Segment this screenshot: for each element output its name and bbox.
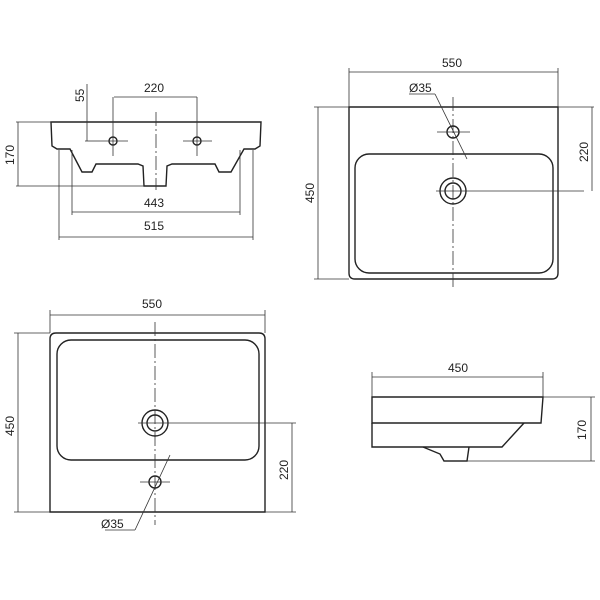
- dim-width: 550: [442, 56, 462, 70]
- dim-depth: 450: [303, 183, 317, 203]
- dim-hole-diameter: Ø35: [409, 81, 432, 95]
- dim-height: 170: [3, 145, 17, 165]
- front-view: 55 220 170 443 515: [3, 81, 262, 240]
- dim-depth: 450: [3, 416, 17, 436]
- dim-outer-width: 515: [144, 219, 164, 233]
- dim-height: 170: [575, 420, 589, 440]
- dim-hole-offset: 55: [73, 88, 87, 102]
- top-view-rotated: 550 450 220 Ø35: [3, 297, 296, 531]
- dim-depth: 450: [448, 361, 468, 375]
- dim-inner-width: 443: [144, 196, 164, 210]
- dim-hole-spacing: 220: [144, 81, 164, 95]
- dim-width: 550: [142, 297, 162, 311]
- top-view: 550 Ø35 450 220: [303, 56, 594, 290]
- side-view: 450 170: [371, 361, 595, 462]
- dim-tap-to-drain: 220: [277, 460, 291, 480]
- dim-hole-diameter: Ø35: [101, 517, 124, 531]
- dim-tap-to-drain: 220: [577, 142, 591, 162]
